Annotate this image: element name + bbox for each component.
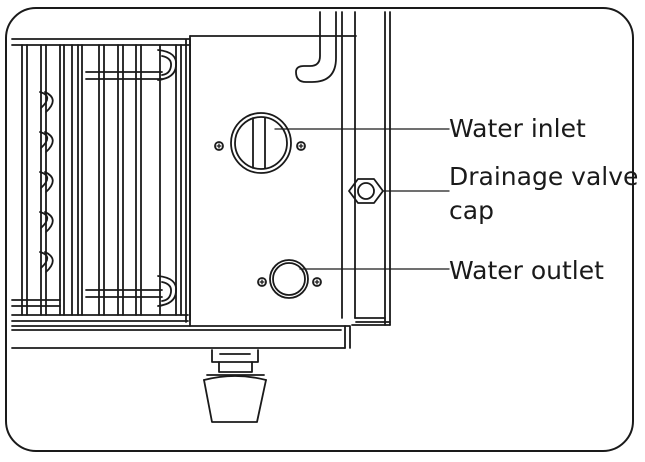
label-water-outlet: Water outlet <box>449 256 604 285</box>
drainage-valve-hex-nut <box>348 178 384 204</box>
label-water-inlet: Water inlet <box>449 114 586 143</box>
outer-frame <box>5 7 634 452</box>
water-outlet-port <box>257 259 322 299</box>
label-drainage-valve-line2: cap <box>449 196 494 225</box>
label-drainage-valve-line1: Drainage valve <box>449 162 639 191</box>
leader-lines <box>274 128 450 270</box>
coil-grille <box>11 38 191 323</box>
pipe-elbow <box>295 11 337 83</box>
water-inlet-port <box>214 112 306 174</box>
support-foot <box>203 349 267 423</box>
side-panel <box>11 11 391 349</box>
